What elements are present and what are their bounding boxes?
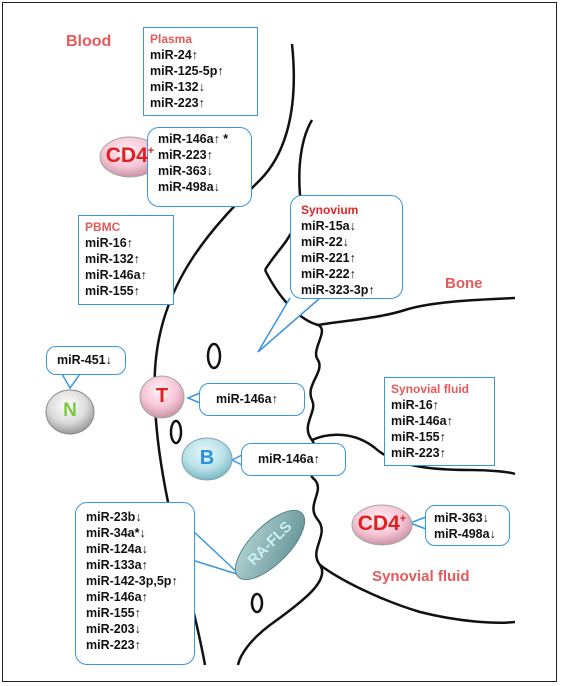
rafls-item: miR-203↓ — [86, 622, 141, 636]
vessel-oval-2 — [169, 419, 183, 445]
cd4-blood-cell-label: CD4+ — [105, 144, 155, 167]
vessel-oval-1 — [206, 342, 222, 370]
t-callout-tail — [186, 392, 201, 404]
n-callout-tail — [61, 373, 81, 390]
neutrophil-item: miR-451↓ — [57, 353, 112, 367]
t-cell-icon — [139, 375, 185, 419]
cd4-fluid-cell-icon — [351, 504, 413, 546]
rafls-item: miR-34a*↓ — [86, 526, 146, 540]
t-cell-item: miR-146a↑ — [216, 392, 278, 406]
cd4-fluid-callout: miR-363↓ miR-498a↓ — [425, 505, 510, 546]
synovium-item: miR-15a↓ — [301, 219, 356, 233]
fluid-lower-curve — [319, 563, 516, 624]
synovium-callout: Synovium miR-15a↓ miR-22↓ miR-221↑ miR-2… — [290, 195, 403, 299]
synovial-fluid-item: miR-223↑ — [391, 446, 446, 460]
cd4-blood-item: miR-223↑ — [158, 148, 213, 162]
synovial-fluid-heading: Synovial fluid — [391, 382, 470, 396]
neutrophil-callout: miR-451↓ — [46, 346, 126, 375]
plasma-item: miR-132↓ — [150, 80, 205, 94]
synovial-fluid-item: miR-16↑ — [391, 398, 439, 412]
bone-upper-curve — [317, 296, 516, 327]
synovial-fluid-item: miR-155↑ — [391, 430, 446, 444]
synovium-callout-tail — [257, 297, 321, 353]
pbmc-box: PBMC miR-16↑ miR-132↑ miR-146a↑ miR-155↑ — [78, 215, 174, 305]
cd4-fluid-item: miR-363↓ — [434, 511, 489, 525]
synovial-fluid-item: miR-146a↑ — [391, 414, 453, 428]
pbmc-item: miR-146a↑ — [85, 268, 147, 282]
cd4-fluid-callout-tail — [407, 516, 427, 530]
cd4-fluid-item: miR-498a↓ — [434, 527, 496, 541]
plasma-item: miR-125-5p↑ — [150, 64, 224, 78]
synovium-item: miR-22↓ — [301, 235, 349, 249]
plasma-item: miR-223↑ — [150, 96, 205, 110]
plasma-heading: Plasma — [150, 32, 193, 46]
rafls-item: miR-155↑ — [86, 606, 141, 620]
pbmc-item: miR-132↑ — [85, 252, 140, 266]
synovial-fluid-box: Synovial fluid miR-16↑ miR-146a↑ miR-155… — [384, 377, 495, 466]
plasma-item: miR-24↑ — [150, 48, 198, 62]
rafls-item: miR-146a↑ — [86, 590, 148, 604]
t-cell-callout: miR-146a↑ — [199, 383, 305, 416]
rafls-item: miR-23b↓ — [86, 510, 142, 524]
rafls-item: miR-133a↑ — [86, 558, 148, 572]
t-cell-label: T — [155, 385, 169, 407]
synovium-item: miR-221↑ — [301, 251, 356, 265]
bone-label: Bone — [445, 275, 483, 292]
cd4-blood-callout: miR-146a↑ * miR-223↑ miR-363↓ miR-498a↓ — [147, 127, 252, 207]
cd4-blood-item: miR-363↓ — [158, 164, 213, 178]
pbmc-item: miR-155↑ — [85, 284, 140, 298]
b-cell-label: B — [199, 447, 215, 469]
rafls-callout-tail — [191, 529, 241, 576]
neutrophil-cell-icon — [45, 389, 95, 435]
cd4-blood-item: miR-146a↑ * — [158, 132, 229, 146]
rafls-item: miR-124a↓ — [86, 542, 148, 556]
cd4-fluid-cell-label: CD4+ — [357, 512, 407, 535]
rafls-cell-icon — [234, 509, 306, 581]
synovium-item: miR-323-3p↑ — [301, 283, 375, 297]
cd4-blood-item: miR-498a↓ — [158, 180, 220, 194]
b-cell-item: miR-146a↑ — [258, 452, 320, 466]
synovial-fluid-label: Synovial fluid — [372, 568, 470, 585]
blood-label: Blood — [66, 33, 112, 50]
pbmc-item: miR-16↑ — [85, 236, 133, 250]
synovium-heading: Synovium — [301, 203, 359, 217]
plasma-box: Plasma miR-24↑ miR-125-5p↑ miR-132↓ miR-… — [143, 27, 258, 116]
rafls-item: miR-223↑ — [86, 638, 141, 652]
pbmc-heading: PBMC — [85, 220, 121, 234]
synovium-item: miR-222↑ — [301, 267, 356, 281]
vessel-oval-3 — [250, 592, 264, 614]
rafls-callout: miR-23b↓ miR-34a*↓ miR-124a↓ miR-133a↑ m… — [75, 502, 195, 665]
b-cell-callout: miR-146a↑ — [241, 443, 346, 476]
neutrophil-cell-label: N — [63, 400, 77, 421]
b-cell-icon — [181, 437, 233, 481]
rafls-item: miR-142-3p,5p↑ — [86, 574, 178, 588]
